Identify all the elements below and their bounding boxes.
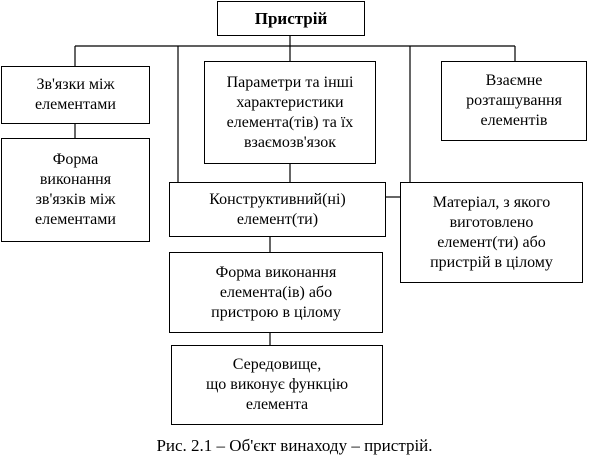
node-medium: Середовище, що виконує функцію елемента	[171, 345, 383, 425]
node-material: Матеріал, з якого виготовлено елемент(ти…	[400, 182, 583, 283]
node-medium-label: Середовище, що виконує функцію елемента	[205, 356, 349, 413]
node-element-form: Форма виконання елемента(ів) або пристро…	[169, 252, 383, 333]
root-node: Пристрій	[217, 1, 365, 36]
node-connections: Зв'язки між елементами	[1, 66, 150, 124]
node-connections-label: Зв'язки між елементами	[35, 76, 116, 113]
node-material-label: Матеріал, з якого виготовлено елемент(ти…	[430, 193, 553, 271]
node-mutual-position-label: Взаємне розташування елементів	[466, 72, 562, 129]
node-parameters: Параметри та інші характеристики елемент…	[204, 61, 376, 164]
root-label: Пристрій	[254, 8, 328, 28]
node-parameters-label: Параметри та інші характеристики елемент…	[226, 73, 354, 151]
node-element-form-label: Форма виконання елемента(ів) або пристро…	[211, 263, 341, 321]
node-structural-element-label: Конструктивний(ні) елемент(ти)	[209, 190, 346, 228]
node-connections-form-label: Форма виконання зв'язків між елементами	[35, 151, 116, 228]
node-mutual-position: Взаємне розташування елементів	[441, 61, 587, 141]
figure-caption: Рис. 2.1 – Об'єкт винаходу – пристрій.	[156, 436, 433, 455]
node-connections-form: Форма виконання зв'язків між елементами	[1, 138, 150, 242]
node-structural-element: Конструктивний(ні) елемент(ти)	[169, 182, 386, 237]
